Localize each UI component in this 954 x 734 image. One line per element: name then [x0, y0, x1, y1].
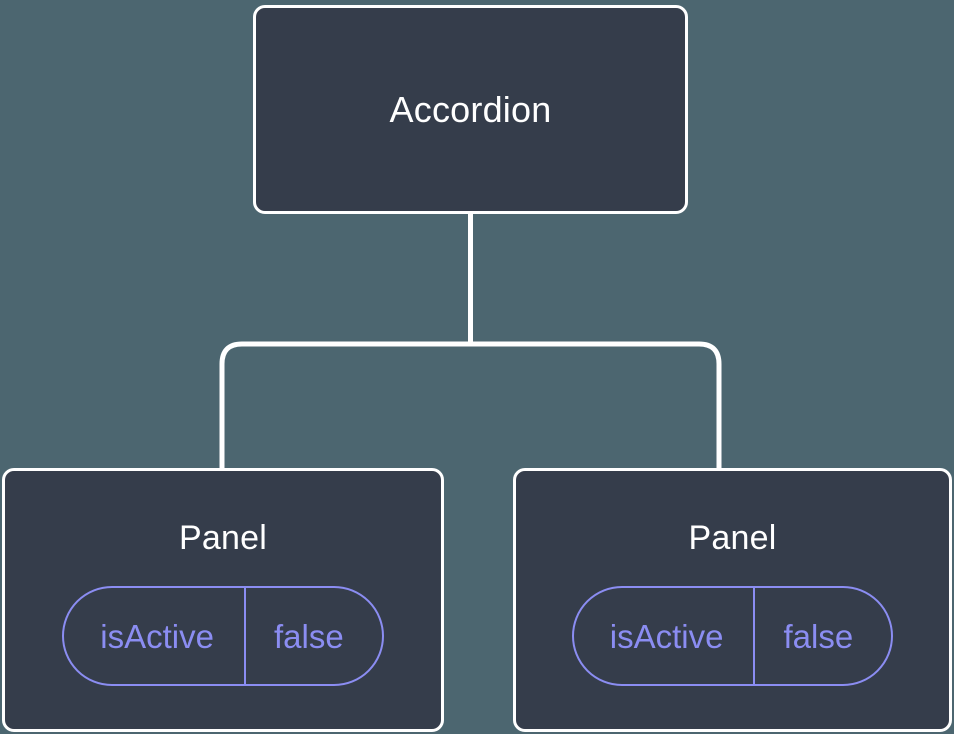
prop-key-label: isActive [100, 617, 214, 655]
prop-value-label: false [243, 588, 382, 684]
node-panel-left[interactable]: Panel isActive false [2, 468, 444, 732]
prop-value-label: false [753, 588, 891, 684]
edge-junction-to-children [219, 341, 722, 470]
node-panel-right[interactable]: Panel isActive false [513, 468, 952, 732]
prop-badge-isactive-left[interactable]: isActive false [62, 586, 384, 686]
node-accordion-label: Accordion [389, 88, 552, 130]
prop-key-label: isActive [609, 617, 724, 655]
prop-badge-isactive-right[interactable]: isActive false [571, 586, 894, 686]
node-accordion[interactable]: Accordion [253, 5, 688, 214]
node-panel-right-label: Panel [688, 519, 777, 557]
node-panel-left-label: Panel [179, 519, 267, 557]
